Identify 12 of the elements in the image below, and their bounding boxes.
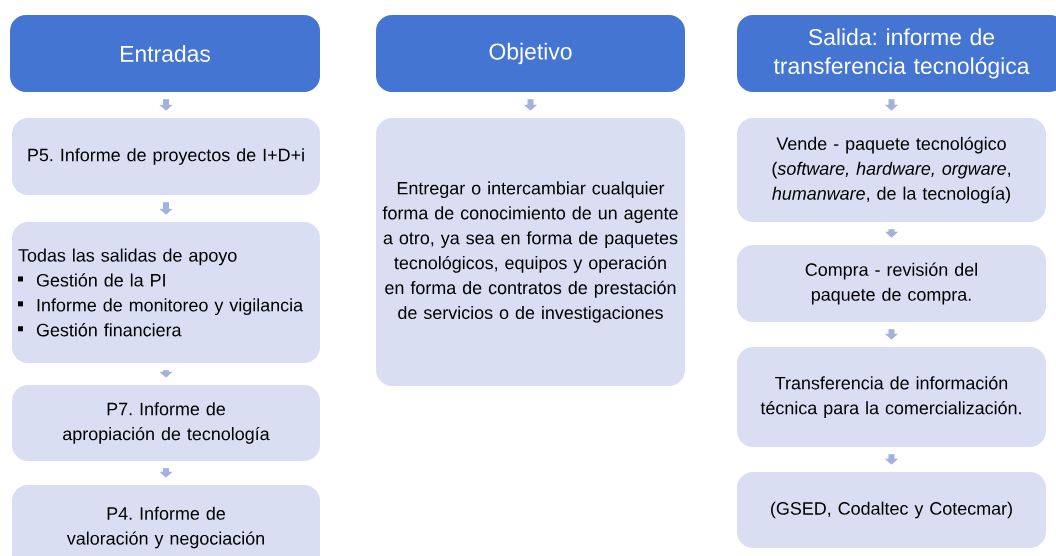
process-box: P4. Informe de valoración y negociación bbox=[12, 485, 320, 556]
process-box: Compra - revisión del paquete de compra. bbox=[737, 245, 1046, 322]
process-box: (GSED, Codaltec y Cotecmar) bbox=[737, 472, 1046, 548]
process-box: Todas las salidas de apoyo Gestión de la PI Informe de monitoreo y vigilancia Gestión financiera bbox=[12, 222, 320, 363]
header-box: Entradas bbox=[10, 15, 320, 92]
process-box: Transferencia de información técnica para la comercialización. bbox=[737, 347, 1046, 447]
process-box: Vende - paquete tecnológico (software, hardware, orgware, humanware, de la tecnología) bbox=[737, 118, 1046, 222]
process-box: Entregar o intercambiar cualquier forma de conocimiento de un agente a otro, ya sea en forma de paquetes tecnológicos, equipos y operación en forma de contratos de prestación de servicios o de investigaciones bbox=[376, 118, 685, 386]
header-box: Salida: informe de transferencia tecnológica bbox=[737, 15, 1056, 92]
process-box: P5. Informe de proyectos de I+D+i bbox=[12, 118, 320, 195]
process-box: P7. Informe de apropiación de tecnología bbox=[12, 385, 320, 461]
header-box: Objetivo bbox=[376, 15, 685, 92]
